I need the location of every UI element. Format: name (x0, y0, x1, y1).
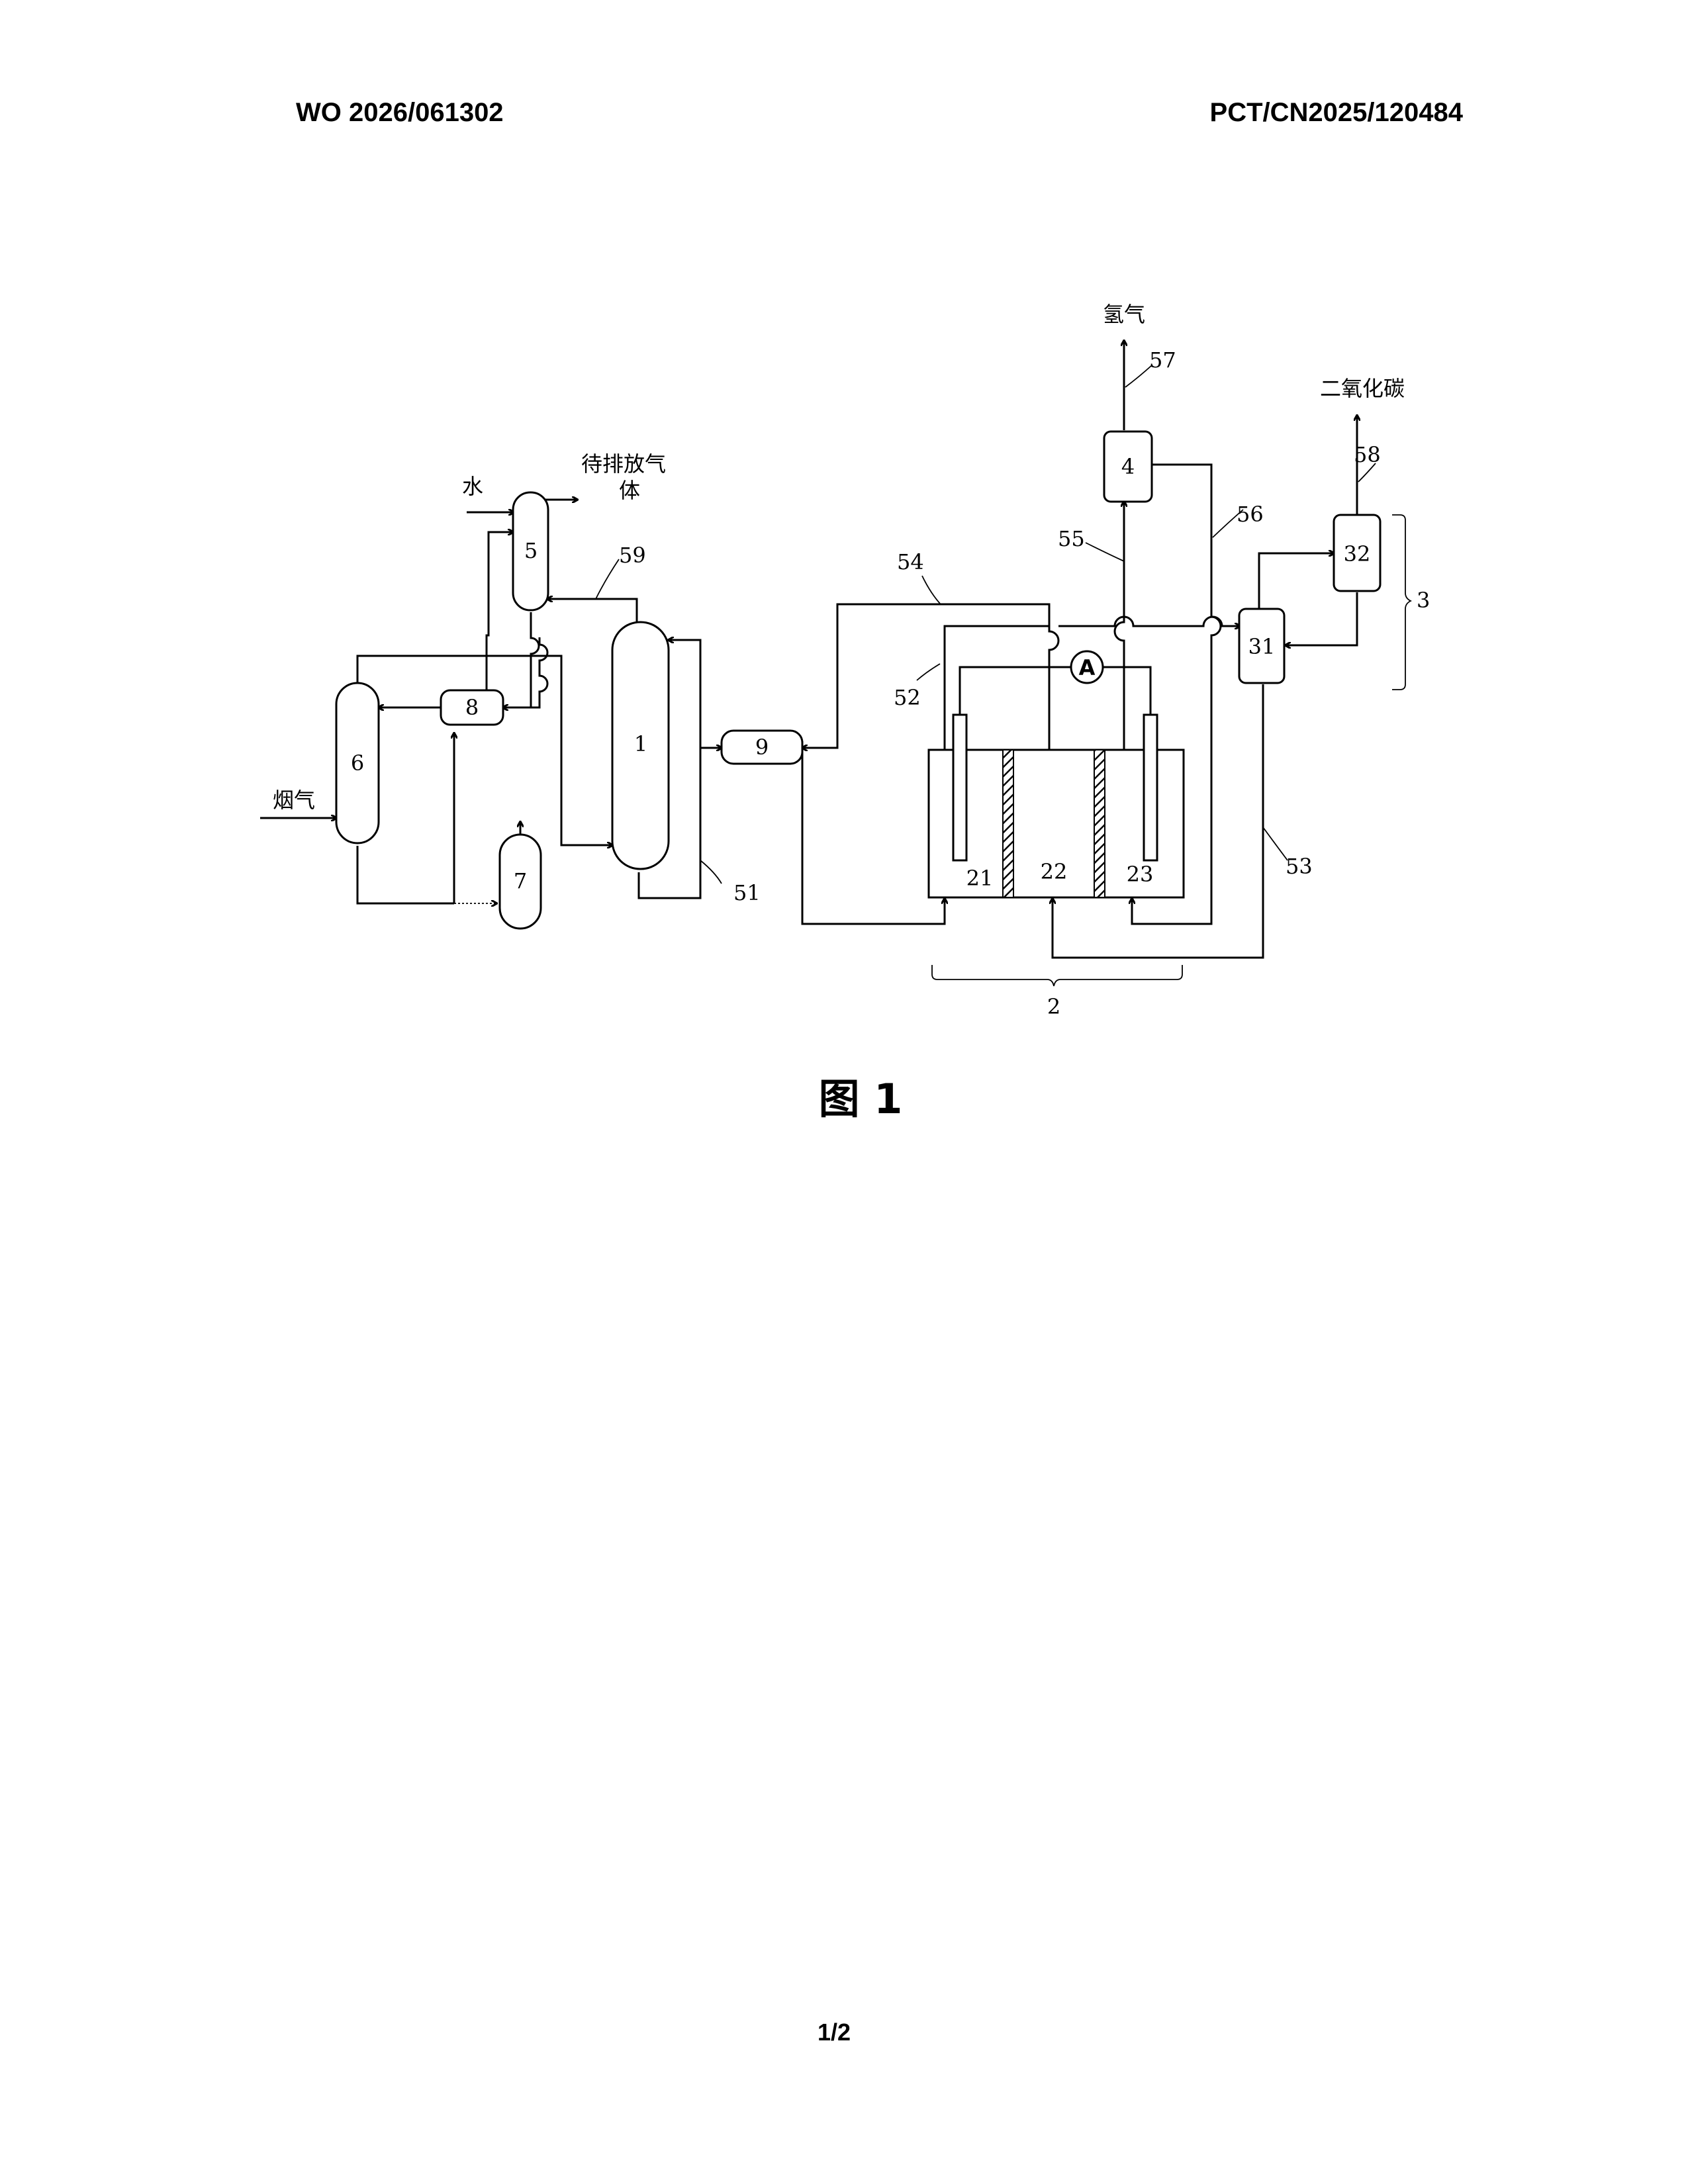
label-exhaust-gas-line2: 体 (619, 478, 640, 503)
membrane-left (1003, 750, 1013, 897)
leader-52 (917, 664, 940, 680)
cathode-electrode (1144, 715, 1157, 860)
label-line-58: 58 (1354, 442, 1381, 467)
line-31-to-32 (1259, 553, 1334, 612)
line-5-bottom-to-8 (503, 612, 539, 707)
leader-51 (700, 860, 722, 884)
line-55-to-4 (1115, 502, 1124, 750)
label-chamber-21: 21 (966, 866, 994, 891)
page-indicator: 1/2 (794, 2019, 874, 2046)
label-carbon-dioxide: 二氧化碳 (1320, 376, 1405, 401)
label-line-51: 51 (733, 880, 761, 905)
label-unit-5: 5 (524, 538, 538, 563)
leader-55 (1086, 543, 1124, 561)
line-32-to-31 (1286, 592, 1357, 645)
line-8-to-5 (503, 637, 547, 707)
label-unit-3: 3 (1417, 588, 1430, 613)
label-line-59: 59 (619, 543, 646, 568)
label-hydrogen: 氢气 (1103, 302, 1145, 327)
process-flow-diagram: A 6 7 8 5 1 9 4 31 32 21 22 23 2 3 51 52… (0, 0, 1688, 1125)
label-line-52: 52 (894, 685, 921, 710)
label-unit-9: 9 (755, 735, 769, 760)
ammeter-symbol: A (1079, 655, 1096, 680)
line-6-top-to-1 (357, 656, 612, 845)
leader-53 (1263, 827, 1288, 860)
label-line-53: 53 (1286, 854, 1313, 879)
label-line-55: 55 (1058, 526, 1085, 551)
label-unit-32: 32 (1344, 541, 1371, 567)
label-line-57: 57 (1149, 347, 1176, 373)
brace-2 (932, 965, 1182, 986)
label-unit-4: 4 (1121, 454, 1135, 479)
label-unit-6: 6 (351, 751, 364, 776)
leader-54 (922, 576, 940, 604)
anode-electrode (953, 715, 966, 860)
line-9-to-cell-21 (802, 741, 945, 924)
brace-3 (1392, 515, 1411, 690)
label-unit-7: 7 (514, 868, 527, 893)
line-8-to-5-upper (487, 532, 513, 692)
label-line-56: 56 (1237, 502, 1264, 527)
figure-caption: 图 1 (794, 1066, 927, 1125)
label-line-54: 54 (897, 549, 924, 574)
ammeter-wire (960, 667, 1150, 715)
line-59-1-top-to-5 (547, 599, 637, 623)
label-unit-8: 8 (465, 695, 479, 720)
label-water: 水 (462, 474, 483, 499)
label-unit-2: 2 (1047, 994, 1060, 1019)
membrane-right (1094, 750, 1105, 897)
label-exhaust-gas-line1: 待排放气 (581, 451, 666, 477)
label-unit-1: 1 (634, 731, 647, 756)
leader-59 (596, 559, 619, 599)
line-9-to-1-return (669, 640, 722, 748)
label-chamber-22: 22 (1041, 859, 1068, 884)
line-6-bottom (357, 846, 454, 903)
label-unit-31: 31 (1248, 634, 1276, 659)
leader-57 (1125, 365, 1152, 387)
label-flue-gas: 烟气 (273, 788, 315, 813)
label-chamber-23: 23 (1127, 862, 1154, 887)
